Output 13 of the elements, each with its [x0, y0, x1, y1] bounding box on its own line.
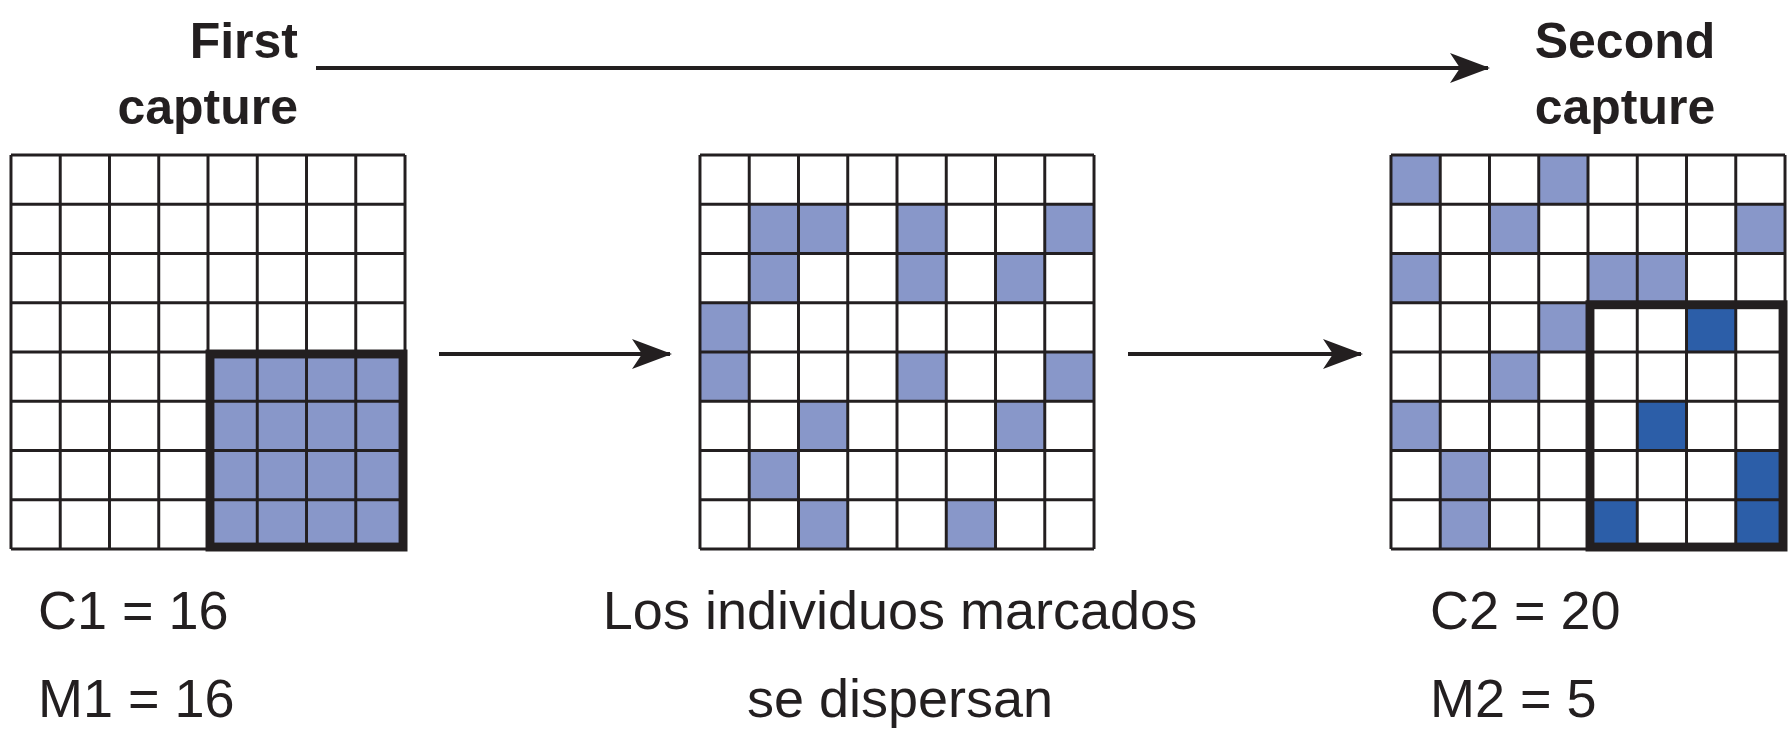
arrow — [1128, 339, 1363, 369]
arrow — [439, 339, 672, 369]
caption-text: Los individuos marcados se dispersan — [601, 579, 1199, 730]
caption-text: M2 = 5 — [1430, 667, 1598, 730]
caption-text: M1 = 16 — [38, 667, 236, 730]
grid-drawing — [1391, 155, 1789, 553]
caption-text: C2 = 20 — [1430, 579, 1622, 642]
heading-text: Second capture — [1490, 8, 1760, 140]
arrow — [316, 53, 1490, 83]
grid-drawing — [700, 155, 1098, 553]
heading-text: First capture — [20, 8, 298, 140]
grid-drawing — [11, 155, 409, 553]
caption-text: C1 = 16 — [38, 579, 230, 642]
